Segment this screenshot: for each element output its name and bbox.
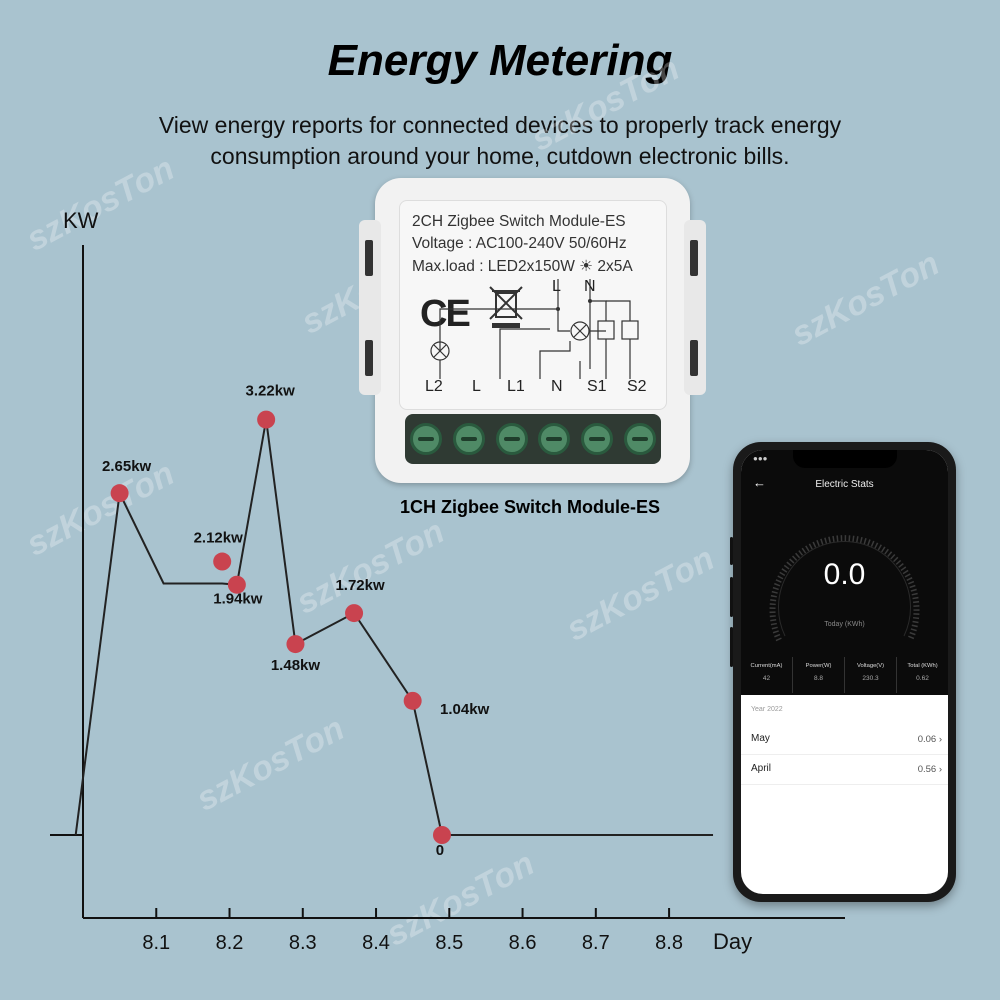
chevron-right-icon: › (938, 764, 942, 775)
smartphone: ●●● ← Electric Stats 0.0 Today (KWh) Cur… (730, 442, 956, 902)
module-label-panel: 2CH Zigbee Switch Module-ES Voltage : AC… (399, 200, 667, 410)
terminal-label-top-n: N (584, 278, 596, 295)
stats-header-panel: ●●● ← Electric Stats 0.0 Today (KWh) Cur… (741, 450, 948, 695)
x-tick-label: 8.7 (582, 932, 610, 954)
stat-total: Total (KWh)0.62 (907, 663, 938, 682)
x-tick-label: 8.4 (362, 932, 390, 954)
y-axis-label: KW (63, 208, 99, 233)
x-tick-label: 8.2 (216, 932, 244, 954)
back-arrow-icon[interactable]: ← (753, 475, 766, 490)
screw-terminal (495, 423, 528, 455)
x-axis-label: Day (713, 929, 752, 954)
screw-terminal (452, 423, 485, 455)
wiring-diagram (430, 279, 639, 379)
screw-terminal (623, 423, 656, 455)
stat-power: Power(W)8.8 (793, 657, 845, 693)
data-label: 1.48kw (271, 657, 321, 674)
x-tick-label: 8.6 (509, 932, 537, 954)
page-title: Energy Metering (327, 36, 673, 85)
module-load-text: Max.load : LED2x150W ☀ 2x5A (412, 258, 633, 275)
x-tick-label: 8.8 (655, 932, 683, 954)
month-name: April (751, 763, 772, 774)
month-row-april[interactable]: April 0.56 › (741, 755, 948, 785)
status-bar: ●●● (753, 454, 768, 463)
screw-terminal (410, 423, 443, 455)
screw-terminal (538, 423, 571, 455)
module-mount-left (359, 220, 381, 395)
page-subtitle: View energy reports for connected device… (158, 112, 842, 169)
terminal-label-s1: S1 (587, 378, 607, 395)
module-voltage-text: Voltage : AC100-240V 50/60Hz (412, 235, 627, 252)
data-point (257, 410, 276, 429)
data-label: 2.12kw (194, 530, 244, 547)
gauge-ring (769, 535, 920, 642)
terminal-label-l1: L1 (507, 378, 525, 395)
data-label: 1.04kw (440, 701, 490, 718)
gauge-value: 0.0 (823, 558, 866, 591)
terminal-label-s2: S2 (627, 378, 647, 395)
stat-voltage: Voltage(V)230.3 (845, 657, 897, 693)
data-point (110, 484, 129, 503)
x-tick-label: 8.3 (289, 932, 317, 954)
data-label: 1.94kw (213, 591, 263, 608)
month-value: 0.56 › (917, 764, 942, 775)
terminal-label-n: N (551, 378, 563, 395)
terminal-label-l: L (472, 378, 481, 395)
month-name: May (751, 733, 770, 744)
switch-module: 2CH Zigbee Switch Module-ES Voltage : AC… (359, 178, 706, 483)
data-point (227, 575, 246, 594)
gauge-label: Today (KWh) (824, 621, 865, 628)
terminal-label-l2: L2 (425, 378, 443, 395)
data-label: 0 (436, 842, 444, 859)
weee-bin-icon (489, 286, 523, 328)
data-point (345, 604, 364, 623)
data-point (213, 552, 232, 571)
ce-mark: CE (420, 293, 471, 335)
module-mount-right (684, 220, 706, 395)
month-value: 0.06 › (917, 734, 942, 745)
stat-current: Current(mA)42 (741, 657, 793, 693)
data-label: 1.72kw (335, 577, 385, 594)
module-caption: 1CH Zigbee Switch Module-ES (399, 497, 661, 517)
stats-row: Current(mA)42 Power(W)8.8 Voltage(V)230.… (741, 657, 948, 693)
x-tick-label: 8.1 (142, 932, 170, 954)
year-heading: Year 2022 (751, 706, 783, 713)
screw-terminal (580, 423, 613, 455)
chevron-right-icon: › (938, 734, 942, 745)
data-point (432, 826, 451, 844)
data-label: 3.22kw (246, 383, 296, 400)
module-model-text: 2CH Zigbee Switch Module-ES (412, 213, 626, 230)
x-tick-label: 8.5 (435, 932, 463, 954)
data-point (286, 635, 305, 654)
month-row-may[interactable]: May 0.06 › (741, 725, 948, 755)
terminal-block (405, 414, 661, 464)
screen-title: Electric Stats (815, 479, 874, 490)
data-label: 2.65kw (102, 458, 152, 475)
data-point (403, 691, 422, 710)
terminal-label-top-l: L (552, 278, 561, 295)
phone-screen: ●●● ← Electric Stats 0.0 Today (KWh) Cur… (741, 450, 948, 894)
phone-notch (793, 450, 897, 468)
